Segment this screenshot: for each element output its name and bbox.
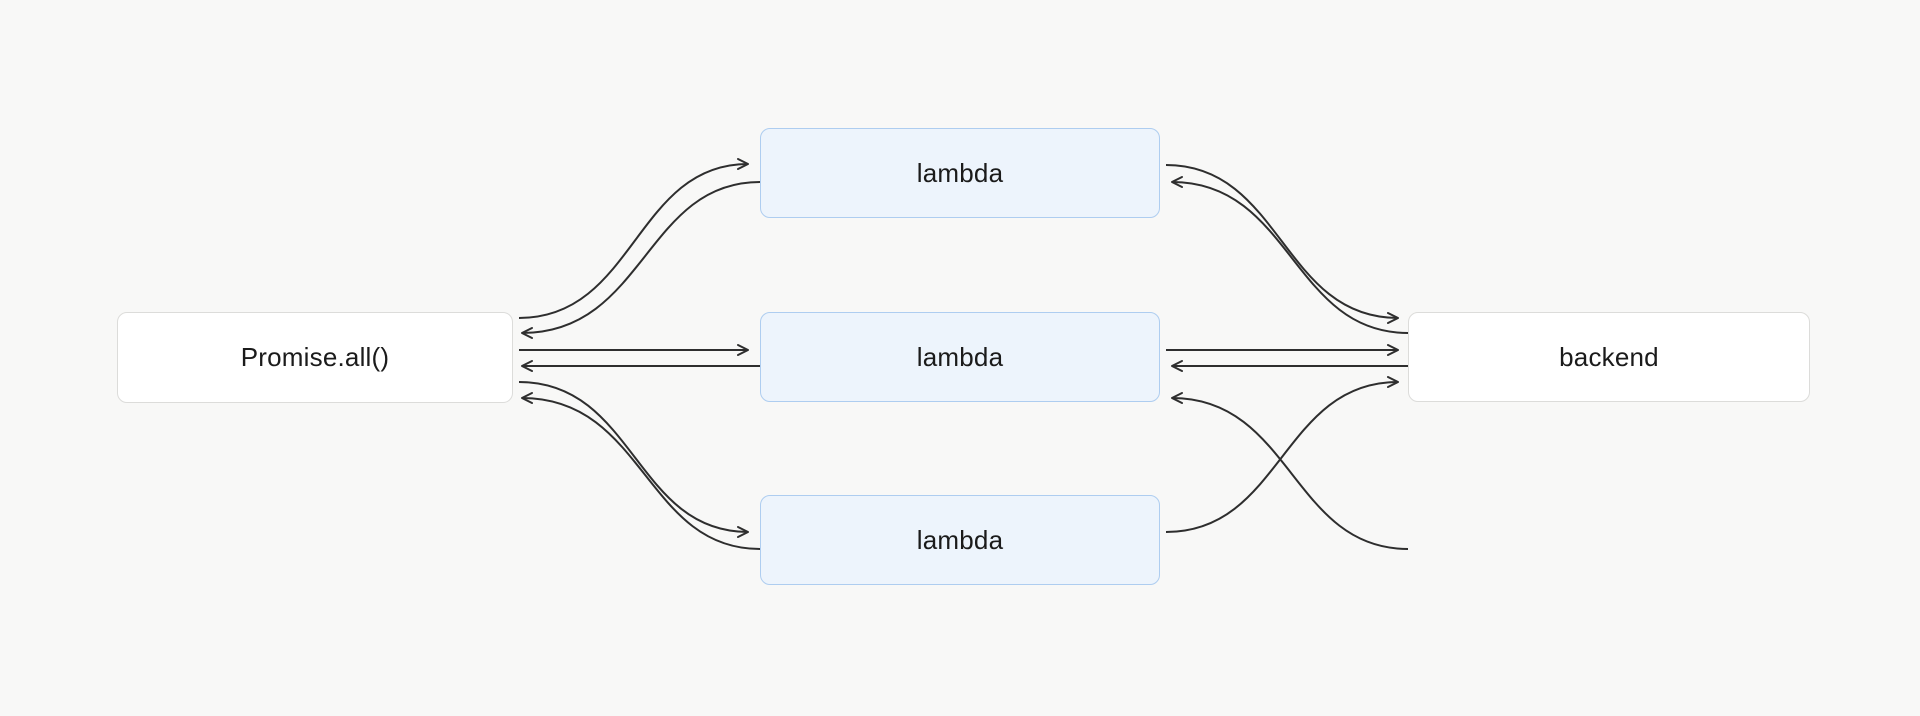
edge-promise-to-lambda-1 bbox=[518, 158, 749, 319]
edge-lambda-1-to-backend bbox=[1165, 164, 1399, 324]
node-promise-all: Promise.all() bbox=[117, 312, 513, 403]
edge-lambda-3-to-promise bbox=[521, 392, 761, 550]
node-lambda-1-label: lambda bbox=[916, 157, 1004, 188]
edge-backend-to-lambda-1 bbox=[1171, 176, 1409, 334]
node-lambda-2: lambda bbox=[760, 312, 1160, 402]
node-promise-all-label: Promise.all() bbox=[240, 342, 390, 372]
edge-lambda-3-to-backend bbox=[1165, 376, 1399, 533]
node-lambda-3-label: lambda bbox=[916, 524, 1004, 555]
node-lambda-2-label: lambda bbox=[916, 341, 1004, 372]
edge-backend-to-lambda-3 bbox=[1171, 392, 1409, 550]
node-backend-label: backend bbox=[1559, 341, 1659, 372]
edge-lambda-1-to-promise bbox=[521, 181, 761, 339]
node-lambda-3: lambda bbox=[760, 495, 1160, 585]
edge-promise-to-lambda-3 bbox=[518, 381, 749, 538]
node-lambda-1: lambda bbox=[760, 128, 1160, 218]
node-backend: backend bbox=[1408, 312, 1810, 402]
